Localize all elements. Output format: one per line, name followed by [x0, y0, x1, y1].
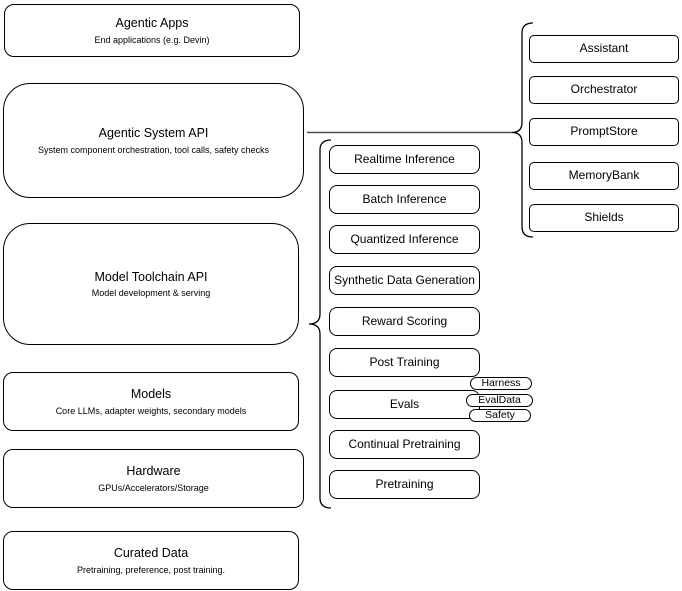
service-quantized-inference: Quantized Inference	[329, 225, 480, 254]
component-shields: Shields	[529, 204, 679, 232]
service-batch-inference: Batch Inference	[329, 185, 480, 214]
node-agentic-apps: Agentic Apps End applications (e.g. Devi…	[4, 4, 300, 57]
component-label: MemoryBank	[568, 168, 640, 183]
tag-harness: Harness	[470, 377, 532, 390]
service-reward-scoring: Reward Scoring	[329, 307, 480, 336]
component-label: PromptStore	[570, 124, 638, 139]
node-title: Models	[130, 387, 172, 402]
service-pretraining: Pretraining	[329, 470, 480, 499]
node-model-toolchain-api: Model Toolchain API Model development & …	[3, 223, 299, 345]
service-label: Post Training	[369, 354, 440, 369]
tag-evaldata: EvalData	[466, 394, 533, 407]
node-title: Curated Data	[113, 546, 189, 561]
service-label: Reward Scoring	[361, 313, 448, 328]
service-label: Continual Pretraining	[348, 436, 461, 451]
component-label: Assistant	[579, 41, 629, 56]
service-label: Synthetic Data Generation	[334, 272, 475, 287]
node-curated-data: Curated Data Pretraining, preference, po…	[3, 531, 299, 590]
service-continual-pretraining: Continual Pretraining	[329, 430, 480, 459]
tag-safety: Safety	[469, 409, 531, 422]
node-title: Model Toolchain API	[94, 269, 208, 284]
node-title: Agentic System API	[98, 126, 209, 141]
service-realtime-inference: Realtime Inference	[329, 145, 480, 174]
node-models: Models Core LLMs, adapter weights, secon…	[3, 372, 299, 431]
service-label: Quantized Inference	[350, 231, 459, 246]
node-subtitle: End applications (e.g. Devin)	[94, 34, 210, 45]
tag-label: Safety	[485, 409, 515, 422]
node-agentic-system-api: Agentic System API System component orch…	[3, 83, 304, 198]
tag-label: EvalData	[478, 394, 521, 407]
service-label: Batch Inference	[362, 191, 447, 206]
tag-label: Harness	[481, 377, 521, 390]
service-label: Pretraining	[375, 476, 434, 491]
component-orchestrator: Orchestrator	[529, 76, 679, 104]
component-assistant: Assistant	[529, 35, 679, 63]
toolchain-brace	[308, 139, 332, 509]
service-synthetic-data-generation: Synthetic Data Generation	[329, 266, 480, 295]
node-subtitle: Core LLMs, adapter weights, secondary mo…	[55, 405, 247, 416]
node-title: Hardware	[126, 464, 181, 479]
node-subtitle: GPUs/Accelerators/Storage	[98, 482, 209, 493]
node-hardware: Hardware GPUs/Accelerators/Storage	[3, 449, 304, 508]
service-label: Realtime Inference	[354, 151, 455, 166]
node-title: Agentic Apps	[115, 16, 189, 31]
component-promptstore: PromptStore	[529, 118, 679, 146]
component-label: Shields	[584, 210, 624, 225]
node-subtitle: Pretraining, preference, post training.	[76, 564, 226, 575]
component-memorybank: MemoryBank	[529, 162, 679, 190]
service-evals: Evals	[329, 390, 480, 419]
node-subtitle: System component orchestration, tool cal…	[37, 144, 270, 155]
service-post-training: Post Training	[329, 348, 480, 377]
component-label: Orchestrator	[570, 82, 638, 97]
service-label: Evals	[389, 396, 420, 411]
node-subtitle: Model development & serving	[91, 288, 211, 299]
